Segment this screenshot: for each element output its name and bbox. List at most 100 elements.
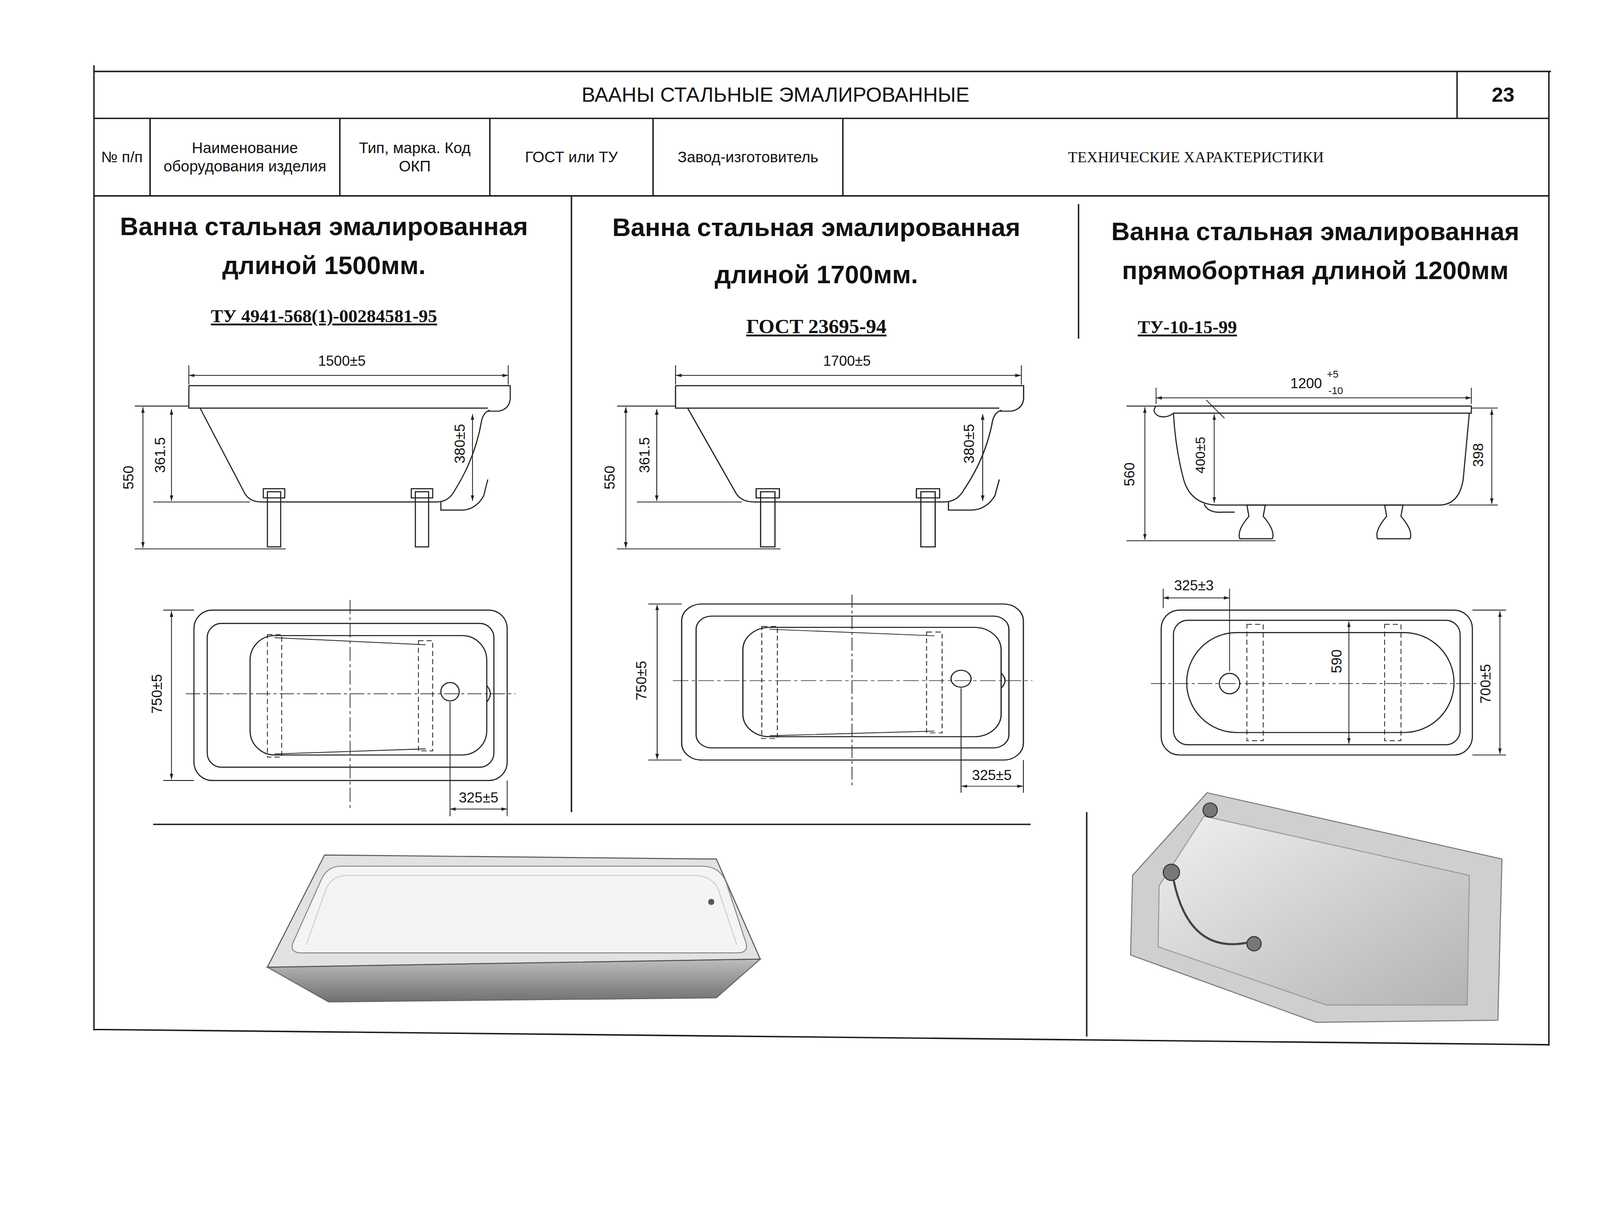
- bath-rim: [1173, 620, 1461, 746]
- standard-code: ГОСТ 23695-94: [581, 314, 1051, 339]
- dimension-label: 590: [1328, 648, 1345, 675]
- bath-foot: [267, 491, 281, 547]
- bath-basin: [250, 635, 487, 755]
- bath-foot: [411, 488, 433, 498]
- tap-hole: [1203, 802, 1218, 818]
- dimension-line: [1155, 397, 1472, 399]
- dimension-line: [142, 406, 144, 548]
- column-heading: № п/п: [101, 148, 143, 167]
- bath-basin: [291, 866, 747, 953]
- drain-hole: [440, 682, 460, 701]
- bath-panel: Ванна стальная эмалированная длиной 1700…: [581, 203, 1051, 339]
- page-title: ВААНЫ СТАЛЬНЫЕ ЭМАЛИРОВАННЫЕ: [581, 83, 970, 107]
- dimension-line: [1499, 610, 1501, 754]
- drain-chain: [1173, 879, 1247, 945]
- dimension-label: 550: [120, 464, 137, 491]
- column-heading: Завод-изготовитель: [677, 148, 819, 167]
- dimension-label: 400±5: [1193, 435, 1209, 475]
- dimension-label: 560: [1121, 461, 1138, 488]
- bath-plan-view: [163, 599, 516, 817]
- header-cell: Наименование оборудования изделия: [149, 118, 340, 196]
- drain-hole: [1247, 936, 1262, 952]
- dimension-label: 325±5: [971, 767, 1013, 784]
- bath-rim: [1154, 406, 1472, 418]
- bath-outline: [1161, 610, 1473, 755]
- dimension-line: [188, 374, 509, 376]
- column-heading: ТЕХНИЧЕСКИЕ ХАРАКТЕРИСТИКИ: [1067, 148, 1324, 167]
- bathtub-photo: [267, 855, 760, 1003]
- page-number: 23: [1491, 82, 1515, 107]
- dimension-label: 1200: [1289, 375, 1323, 392]
- column-heading: Наименование оборудования изделия: [152, 138, 337, 176]
- bath-outline: [193, 610, 507, 781]
- center-line: [1150, 683, 1480, 685]
- hidden-foot: [267, 634, 282, 758]
- dimension-label: 361.5: [152, 436, 168, 474]
- dimension-line: [1213, 414, 1215, 504]
- bath-foot: [1239, 505, 1274, 539]
- header-cell: Завод-изготовитель: [653, 118, 843, 196]
- bath-heading: Ванна стальная эмалированная длиной 1500…: [102, 207, 546, 285]
- center-line: [185, 599, 516, 809]
- title-band: ВААНЫ СТАЛЬНЫЕ ЭМАЛИРОВАННЫЕ: [93, 71, 1458, 119]
- dimension-line: [1491, 409, 1493, 505]
- dimension-label: 380±5: [961, 423, 978, 465]
- bath-foot: [1376, 505, 1411, 539]
- dimension-line: [450, 808, 508, 810]
- dimension-label: 325±5: [457, 790, 500, 806]
- bath-side-view: [1126, 387, 1498, 541]
- bath-rim: [267, 855, 760, 968]
- bath-side-view: [616, 365, 1024, 550]
- dimension-label: 750±5: [149, 673, 165, 715]
- dimension-label: 750±5: [633, 659, 650, 702]
- table-frame: [93, 65, 1551, 1046]
- header-cell: ГОСТ или ТУ: [489, 118, 654, 196]
- bath-basin: [200, 407, 490, 502]
- header-cell: ТЕХНИЧЕСКИЕ ХАРАКТЕРИСТИКИ: [842, 118, 1550, 196]
- standard-code: ТУ 4941-568(1)-00284581-95: [102, 305, 546, 328]
- header-cell: № п/п: [93, 118, 150, 196]
- overflow-hole: [1163, 864, 1180, 881]
- bath-rim: [1130, 792, 1502, 1023]
- standard-code: ТУ-10-15-99: [1089, 316, 1541, 339]
- bath-panel: Ванна стальная эмалированная длиной 1500…: [102, 207, 546, 328]
- bath-heading: Ванна стальная эмалированная прямобортна…: [1089, 212, 1541, 290]
- bath-foot: [263, 488, 286, 498]
- header-cell: Тип, марка. Код ОКП: [339, 118, 490, 196]
- dimension-label: 550: [602, 464, 618, 491]
- hidden-foot: [1247, 624, 1264, 741]
- dimension-line: [472, 414, 473, 501]
- bath-heading: Ванна стальная эмалированная длиной 1700…: [581, 203, 1051, 298]
- extension-line: [1126, 387, 1498, 541]
- dimension-label: -10: [1327, 384, 1344, 396]
- drain-outlet: [440, 479, 488, 511]
- bath-plan-view: [648, 594, 1033, 793]
- dimension-line: [170, 409, 172, 501]
- dimension-line: [1348, 621, 1350, 744]
- dimension-line: [1144, 406, 1146, 540]
- dimension-line: [1163, 597, 1230, 599]
- bathtub-photo: [1130, 792, 1502, 1023]
- drain-outlet: [1204, 504, 1235, 513]
- bath-basin: [1158, 816, 1470, 1006]
- bath-rim: [188, 385, 511, 412]
- dimension-label: 700±5: [1477, 662, 1494, 704]
- dimension-label: 380±5: [452, 423, 468, 465]
- dimension-label: 1500±5: [317, 353, 367, 369]
- dimension-label: 398: [1470, 442, 1487, 468]
- column-heading: Тип, марка. Код ОКП: [342, 138, 487, 176]
- bath-panel: Ванна стальная эмалированная прямобортна…: [1089, 212, 1541, 339]
- foot-frame: [274, 637, 426, 754]
- bath-basin: [1186, 632, 1454, 733]
- hidden-foot: [418, 640, 433, 751]
- extension-line: [134, 365, 509, 550]
- dimension-label: +5: [1325, 368, 1340, 380]
- hidden-foot: [1384, 624, 1402, 741]
- bath-side-view: [134, 365, 511, 550]
- drain-hole: [1219, 673, 1240, 694]
- dimension-label: 325±3: [1173, 577, 1215, 594]
- column-heading: ГОСТ или ТУ: [525, 148, 619, 167]
- bath-shading: [306, 875, 737, 945]
